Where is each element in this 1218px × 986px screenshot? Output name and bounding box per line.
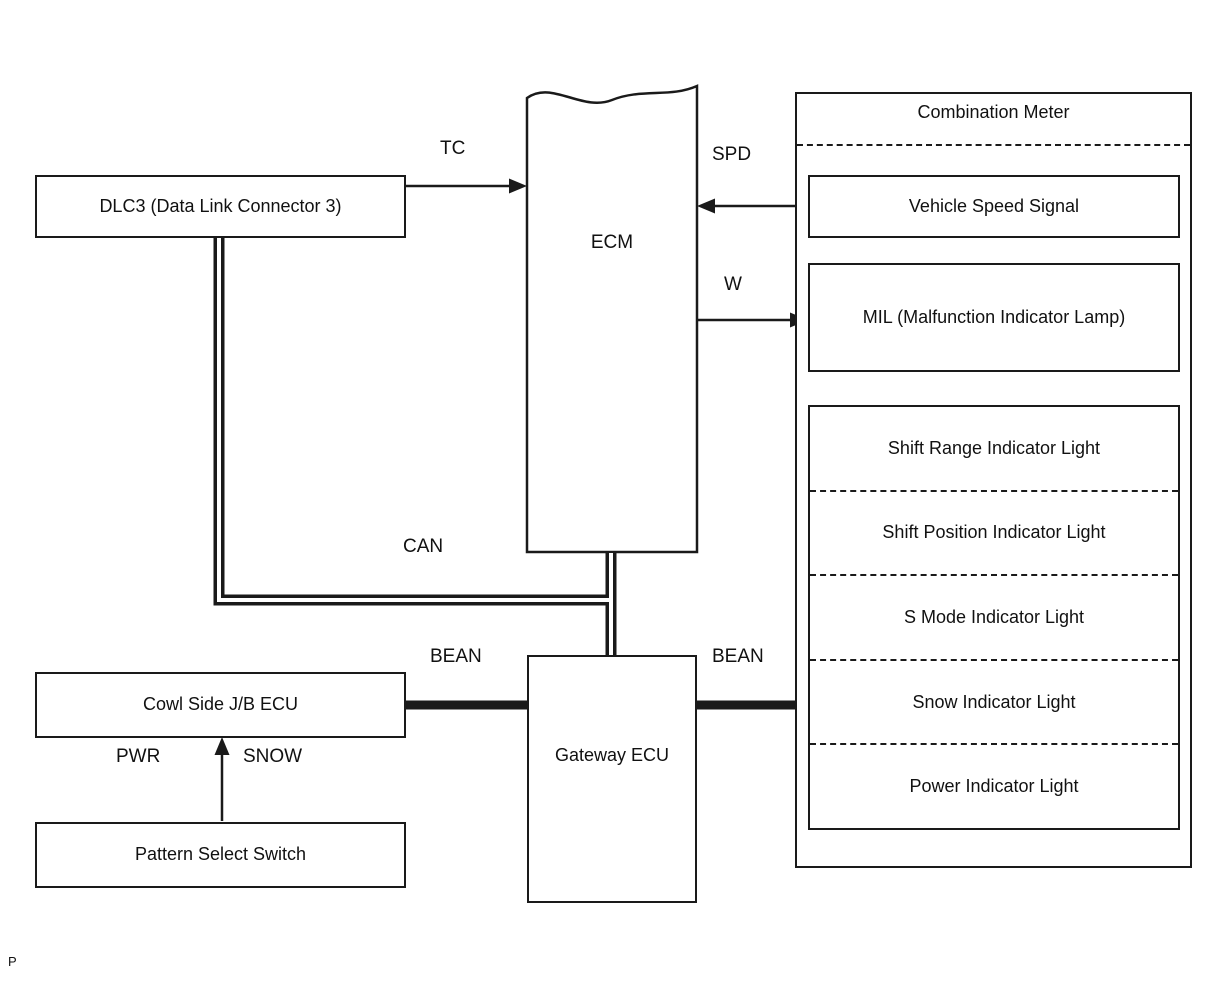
pwr-wire-label: PWR	[116, 746, 161, 767]
snow-wire-label: SNOW	[243, 746, 303, 767]
indicator-row-power: Power Indicator Light	[810, 743, 1178, 828]
bean-wire-label-left: BEAN	[430, 646, 482, 667]
vehicle-speed-signal-label: Vehicle Speed Signal	[908, 195, 1080, 216]
cowl-side-jb-ecu-box: Cowl Side J/B ECU	[35, 672, 406, 738]
pattern-select-switch-label: Pattern Select Switch	[134, 844, 307, 865]
dlc3-label: DLC3 (Data Link Connector 3)	[99, 195, 342, 216]
tc-arrowhead	[509, 178, 527, 194]
mil-box: MIL (Malfunction Indicator Lamp)	[808, 263, 1180, 372]
indicator-row-shift-range: Shift Range Indicator Light	[810, 407, 1178, 490]
indicator-row-s-mode: S Mode Indicator Light	[810, 574, 1178, 659]
indicator-row-shift-position: Shift Position Indicator Light	[810, 489, 1178, 575]
gateway-ecu-box: Gateway ECU	[527, 655, 697, 903]
combination-meter-title: Combination Meter	[917, 102, 1070, 122]
indicator-label: Shift Range Indicator Light	[887, 437, 1101, 458]
ecm-label: ECM	[590, 232, 634, 253]
indicator-label: Snow Indicator Light	[912, 691, 1076, 712]
combination-meter-divider	[797, 144, 1190, 146]
can-wire-label: CAN	[403, 536, 444, 557]
spd-arrowhead	[697, 198, 715, 214]
indicator-lights-group: Shift Range Indicator Light Shift Positi…	[808, 405, 1180, 830]
mil-label: MIL (Malfunction Indicator Lamp)	[862, 306, 1126, 327]
indicator-label: S Mode Indicator Light	[903, 606, 1085, 627]
bean-wire-label-right: BEAN	[712, 646, 764, 667]
pwr-snow-arrowhead	[214, 737, 230, 755]
gateway-ecu-label: Gateway ECU	[554, 745, 670, 765]
ecm-box-outline	[525, 84, 699, 554]
can-bus-wire-stripe	[217, 237, 611, 602]
tc-wire-label: TC	[440, 138, 466, 159]
pattern-select-switch-box: Pattern Select Switch	[35, 822, 406, 888]
spd-wire-label: SPD	[712, 144, 752, 165]
cowl-side-jb-ecu-label: Cowl Side J/B ECU	[142, 694, 299, 715]
w-wire-label: W	[724, 274, 742, 295]
page-mark: P	[8, 954, 17, 969]
indicator-row-snow: Snow Indicator Light	[810, 658, 1178, 744]
vehicle-speed-signal-box: Vehicle Speed Signal	[808, 175, 1180, 238]
dlc3-box: DLC3 (Data Link Connector 3)	[35, 175, 406, 238]
indicator-label: Shift Position Indicator Light	[882, 522, 1106, 543]
indicator-label: Power Indicator Light	[909, 776, 1079, 797]
